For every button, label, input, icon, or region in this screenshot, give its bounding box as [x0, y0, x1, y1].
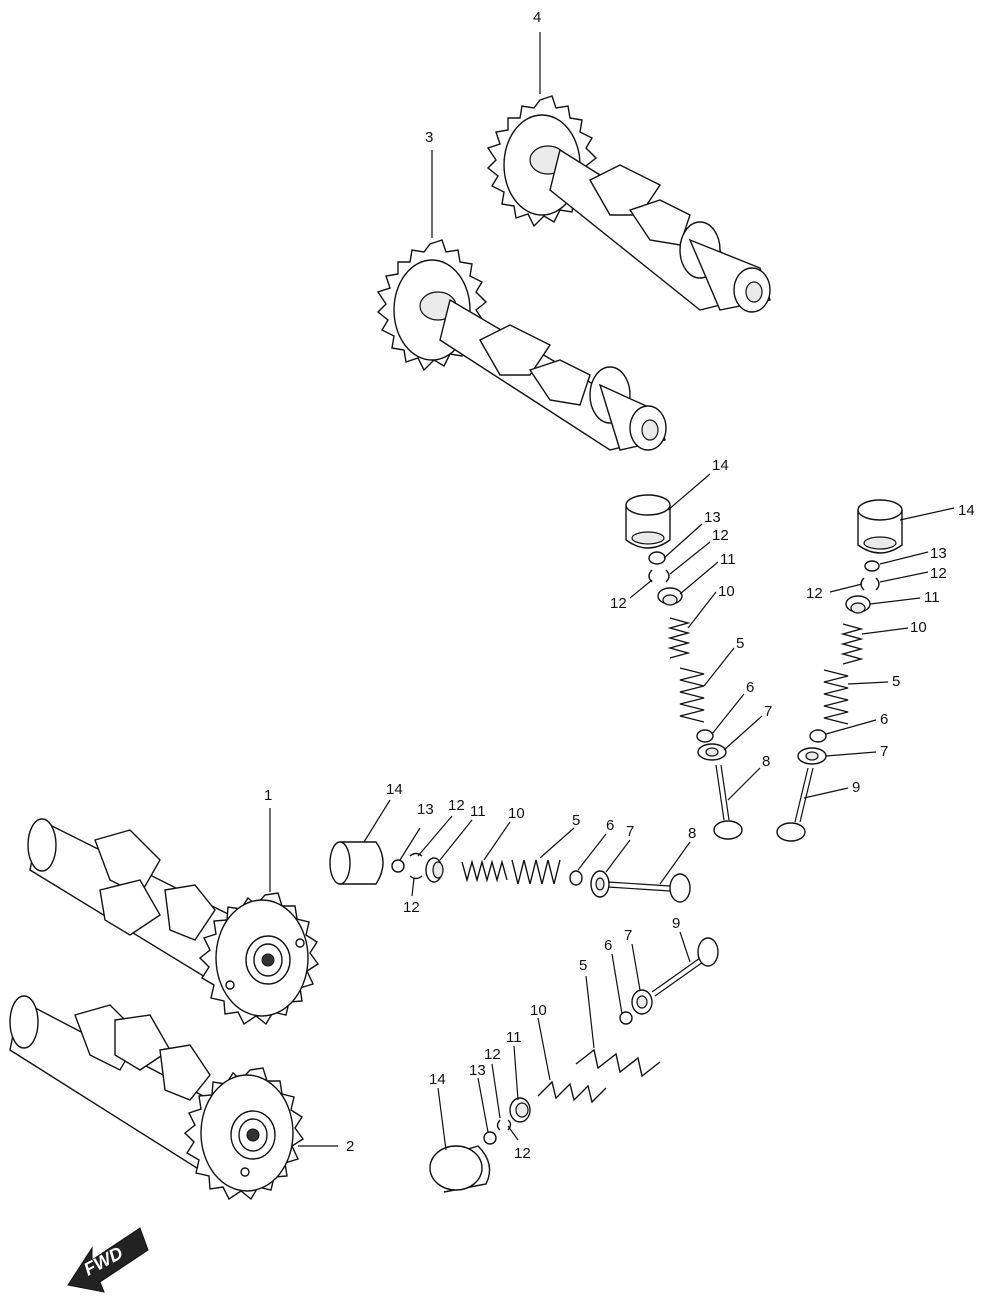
callout-13-horizontal: 13 [417, 801, 434, 818]
camshaft-3 [376, 239, 667, 451]
callout-6-lower: 6 [604, 937, 612, 954]
callout-14-lower: 14 [429, 1071, 446, 1088]
callout-1: 1 [264, 787, 272, 804]
callout-12-upper-left-b: 12 [610, 595, 627, 612]
callout-6-horizontal: 6 [606, 817, 614, 834]
callout-10-upper-right: 10 [910, 619, 927, 636]
callout-12-upper-right-b: 12 [806, 585, 823, 602]
callout-13-upper-right: 13 [930, 545, 947, 562]
callout-7-upper-right: 7 [880, 743, 888, 760]
callout-9-lower: 9 [672, 915, 680, 932]
camshaft-2 [9, 995, 305, 1201]
valve-assembly-upper-right [776, 499, 903, 842]
callout-14-upper-left: 14 [712, 457, 729, 474]
callout-14-horizontal: 14 [386, 781, 403, 798]
callout-5-upper-left: 5 [736, 635, 744, 652]
valve-assembly-upper-left [625, 494, 743, 840]
callout-12-upper-right-a: 12 [930, 565, 947, 582]
callout-5-upper-right: 5 [892, 673, 900, 690]
callout-12-lower-b: 12 [514, 1145, 531, 1162]
callout-11-horizontal: 11 [470, 803, 486, 820]
callout-8-horizontal: 8 [688, 825, 696, 842]
callout-10-lower: 10 [530, 1002, 547, 1019]
fwd-arrow-icon [67, 1227, 149, 1293]
callout-6-upper-right: 6 [880, 711, 888, 728]
callout-7-horizontal: 7 [626, 823, 634, 840]
callout-12-lower-a: 12 [484, 1046, 501, 1063]
callout-13-lower: 13 [469, 1062, 486, 1079]
callout-7-upper-left: 7 [764, 703, 772, 720]
callout-5-horizontal: 5 [572, 812, 580, 829]
callout-5-lower: 5 [579, 957, 587, 974]
callout-11-upper-left: 11 [720, 551, 736, 568]
callout-2: 2 [346, 1138, 354, 1155]
valve-assembly-horizontal [329, 841, 691, 903]
callout-12-upper-left-a: 12 [712, 527, 729, 544]
callout-11-upper-right: 11 [924, 589, 940, 606]
callout-4: 4 [533, 9, 541, 26]
callout-12-horizontal-b: 12 [403, 899, 420, 916]
camshaft-1 [27, 818, 320, 1026]
camshaft-4 [486, 95, 771, 313]
callout-8-upper-left: 8 [762, 753, 770, 770]
callout-12-horizontal-a: 12 [448, 797, 465, 814]
callout-3: 3 [425, 129, 433, 146]
callout-6-upper-left: 6 [746, 679, 754, 696]
callout-10-upper-left: 10 [718, 583, 735, 600]
callout-9-upper-right: 9 [852, 779, 860, 796]
callout-13-upper-left: 13 [704, 509, 721, 526]
valve-assembly-lower [429, 937, 719, 1193]
callout-10-horizontal: 10 [508, 805, 525, 822]
callout-11-lower: 11 [506, 1029, 522, 1046]
callout-7-lower: 7 [624, 927, 632, 944]
callout-14-upper-right: 14 [958, 502, 975, 519]
